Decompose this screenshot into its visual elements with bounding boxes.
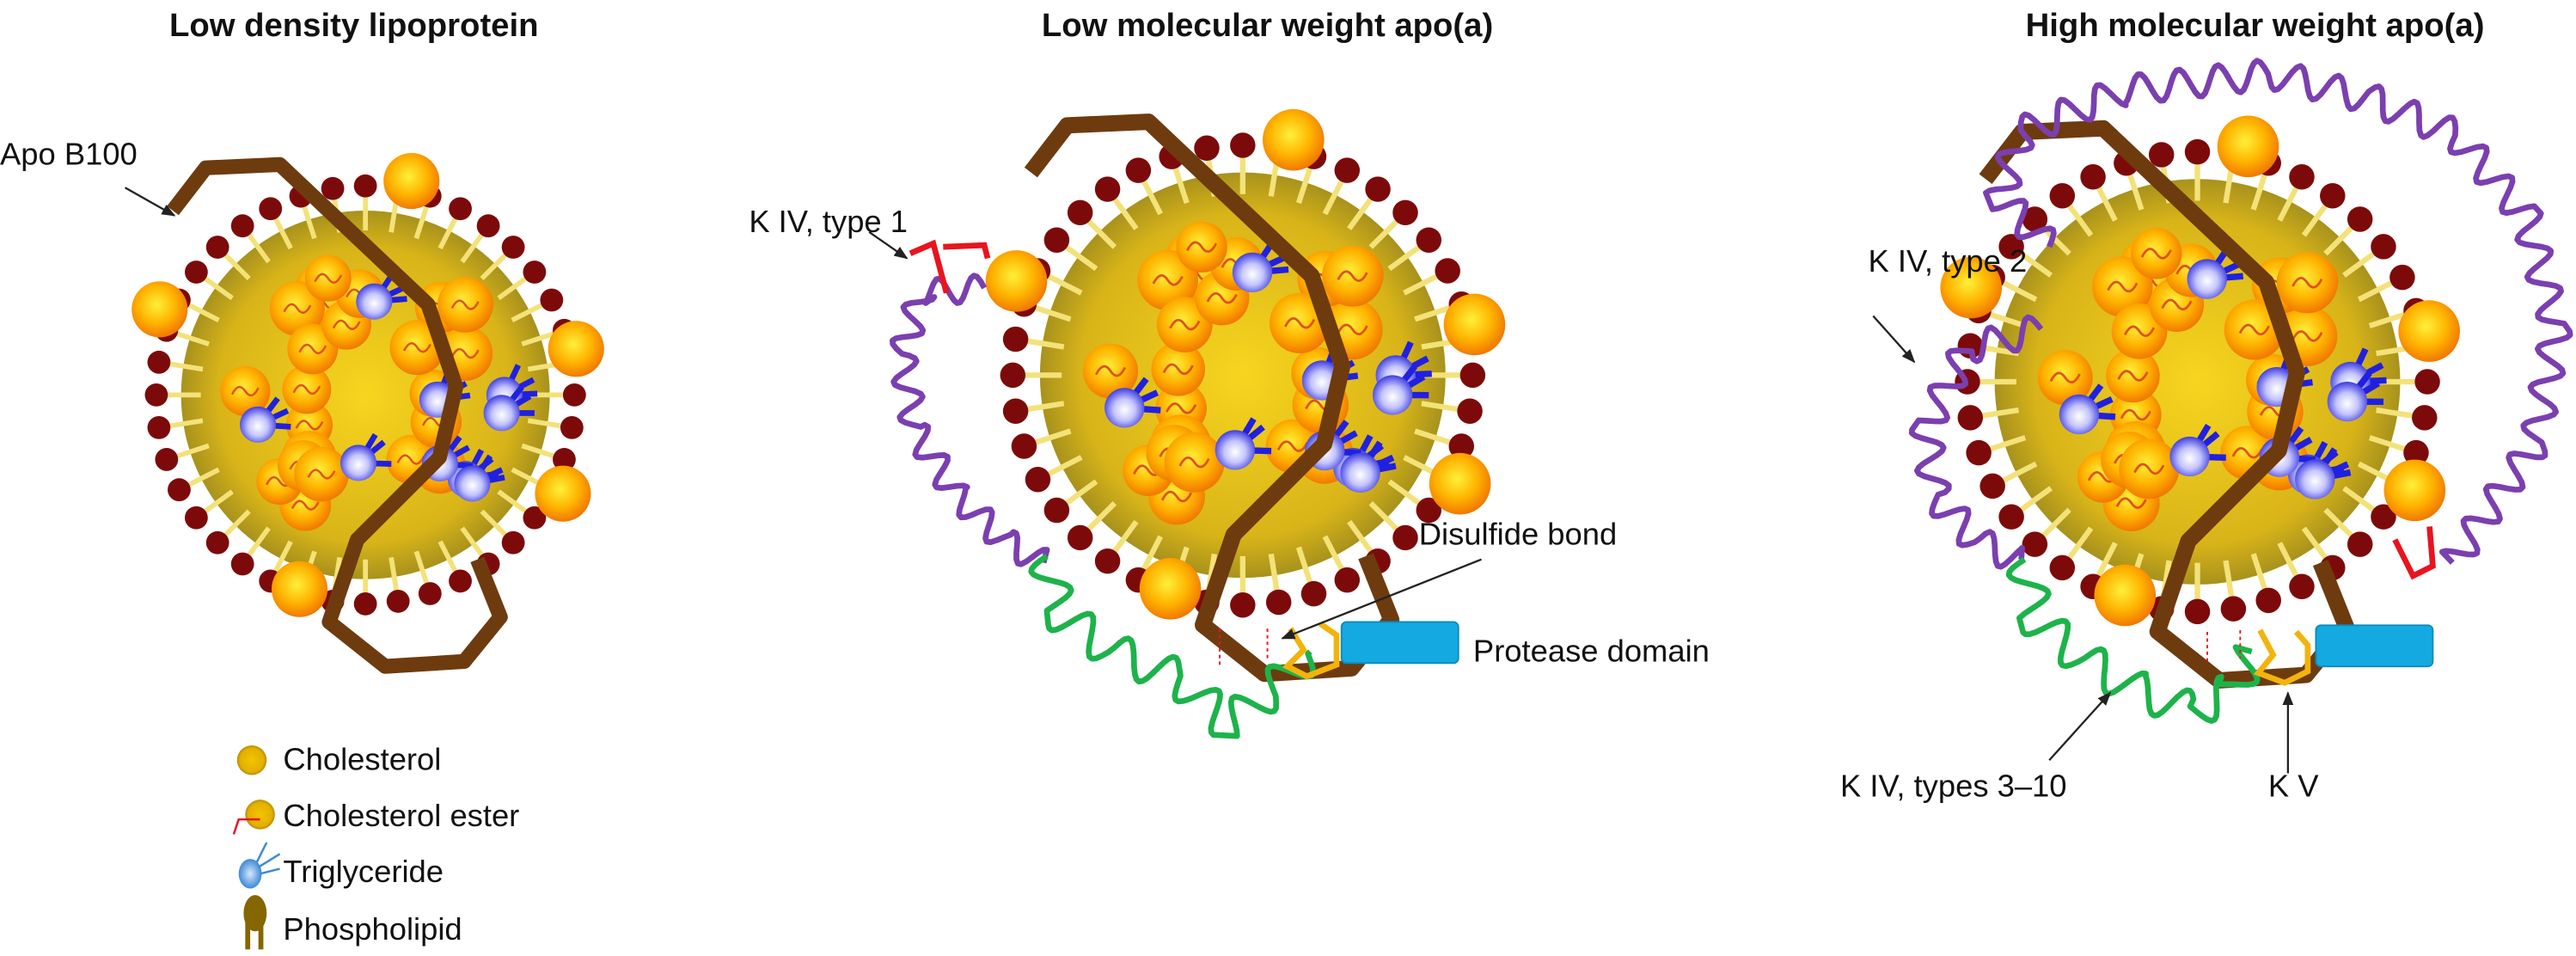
kiv-types3-10-arrow	[2048, 691, 2112, 762]
protease-domain	[2315, 624, 2434, 668]
kiv-type1-chain	[2392, 526, 2436, 580]
protease-domain-label: Protease domain	[1473, 633, 1710, 668]
kiv-type2-chain-outer	[1983, 58, 2573, 565]
hmw-panel: K IV, type 2 K IV, types 3–10 K V	[1840, 58, 2573, 803]
ldl-particle	[132, 153, 604, 666]
title-low-molecular-weight: Low molecular weight apo(a)	[1042, 7, 1493, 44]
legend-item-phospholipid: Phospholipid	[243, 895, 462, 950]
legend-label: Cholesterol ester	[283, 798, 519, 833]
title-high-molecular-weight: High molecular weight apo(a)	[2026, 7, 2485, 44]
disulfide-bond-arrow	[1281, 558, 1482, 640]
lmw-panel: K IV, type 1 Disulfide bond Protease dom…	[749, 109, 1710, 739]
kiv-type2-chain-left	[1908, 314, 2044, 570]
kv-domain	[1282, 621, 1340, 680]
kv-label: K V	[2268, 768, 2319, 803]
triglyceride-icon	[238, 842, 281, 889]
legend-label: Triglyceride	[283, 854, 444, 889]
disulfide-bond-lines	[2206, 630, 2242, 665]
kiv-type1-label: K IV, type 1	[749, 204, 908, 239]
cholesterol-ester-icon	[232, 800, 275, 835]
kiv-type2-label: K IV, type 2	[1869, 243, 2028, 279]
ldl-panel: Apo B100	[0, 136, 604, 666]
legend-label: Cholesterol	[283, 742, 441, 777]
apo-b100-arrow	[124, 187, 176, 217]
protease-domain	[1340, 621, 1459, 665]
legend-item-cholesterol: Cholesterol	[236, 742, 441, 777]
cholesterol-icon	[236, 745, 267, 775]
legend-item-cholesterol-ester: Cholesterol ester	[232, 798, 519, 835]
kiv-type2-arrow	[1872, 315, 1916, 364]
title-ldl: Low density lipoprotein	[169, 7, 539, 44]
lmw-particle	[986, 109, 1506, 674]
kiv-type1-chain	[909, 239, 991, 294]
legend-label: Phospholipid	[283, 911, 462, 947]
disulfide-bond-label: Disulfide bond	[1419, 517, 1618, 552]
kiv-types3-10-chain	[1028, 554, 1316, 739]
apo-b100-label: Apo B100	[0, 136, 138, 171]
legend-item-triglyceride: Triglyceride	[238, 842, 444, 889]
kiv-type2-chain	[889, 273, 1050, 567]
kiv-types3-10-label: K IV, types 3–10	[1840, 768, 2067, 803]
kiv-types3-10-chain	[2005, 556, 2261, 724]
phospholipid-icon	[243, 895, 267, 950]
kiv-type1-arrow	[868, 230, 909, 260]
kv-domain	[2253, 628, 2311, 686]
legend: Cholesterol Cholesterol ester Triglyceri…	[232, 742, 519, 950]
disulfide-bond-lines	[1219, 628, 1269, 665]
